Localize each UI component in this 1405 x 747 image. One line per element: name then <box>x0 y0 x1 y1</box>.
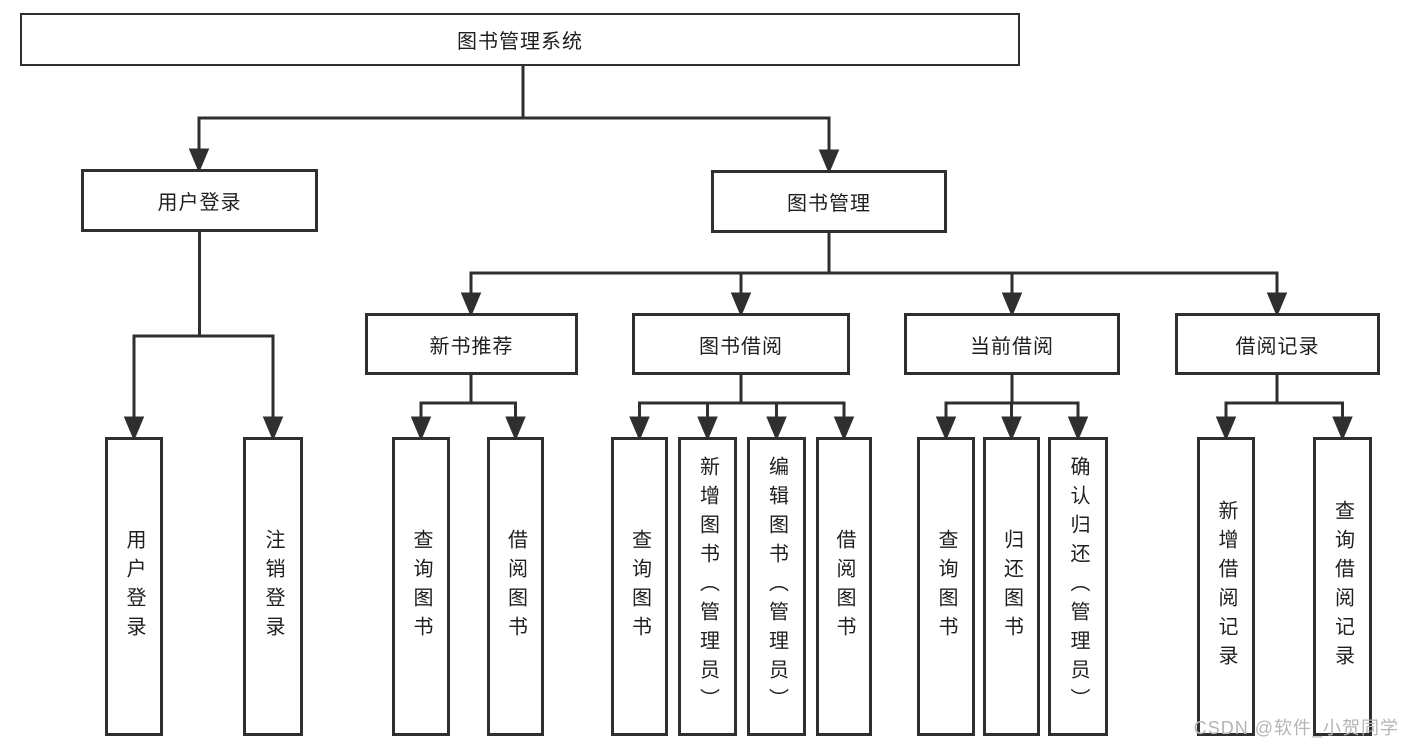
arrowhead-icon <box>410 416 432 441</box>
arrowhead-icon <box>697 416 718 441</box>
arrowhead-icon <box>766 416 787 441</box>
node-return-books: 归还图书 <box>983 437 1040 736</box>
arrowhead-icon <box>629 416 650 441</box>
node-edit-books-admin: 编辑图书（管理员） <box>747 437 806 736</box>
arrowhead-icon <box>833 416 855 441</box>
node-query-books-current: 查询图书 <box>917 437 975 736</box>
arrowhead-icon <box>123 416 145 441</box>
node-query-books-borrow: 查询图书 <box>611 437 668 736</box>
csdn-watermark: CSDN @软件_小贺同学 <box>1193 718 1399 738</box>
node-query-borrow-record: 查询借阅记录 <box>1313 437 1372 736</box>
arrowhead-icon <box>1332 416 1353 441</box>
node-borrow-books-recommend: 借阅图书 <box>487 437 544 736</box>
node-library-management-system: 图书管理系统 <box>20 13 1020 66</box>
arrowhead-icon <box>1001 292 1023 317</box>
arrowhead-icon <box>505 416 526 441</box>
node-borrow-books: 借阅图书 <box>816 437 872 736</box>
node-logout: 注销登录 <box>243 437 303 736</box>
node-book-management: 图书管理 <box>711 170 947 233</box>
node-confirm-return-admin: 确认归还（管理员） <box>1048 437 1108 736</box>
arrowhead-icon <box>188 148 210 173</box>
arrowhead-icon <box>730 292 752 317</box>
arrowhead-icon <box>1001 416 1022 441</box>
node-book-borrowing: 图书借阅 <box>632 313 850 375</box>
node-add-books-admin: 新增图书（管理员） <box>678 437 737 736</box>
node-current-borrowing: 当前借阅 <box>904 313 1120 375</box>
node-query-books-recommend: 查询图书 <box>392 437 450 736</box>
arrowhead-icon <box>935 416 957 441</box>
arrowhead-icon <box>1215 416 1237 441</box>
node-borrowing-records: 借阅记录 <box>1175 313 1380 375</box>
node-new-book-recommendation: 新书推荐 <box>365 313 578 375</box>
arrowhead-icon <box>460 292 482 317</box>
arrowhead-icon <box>1067 416 1089 441</box>
node-add-borrow-record: 新增借阅记录 <box>1197 437 1255 736</box>
arrowhead-icon <box>1266 292 1288 317</box>
arrowhead-icon <box>818 149 840 174</box>
node-user-login-group: 用户登录 <box>81 169 318 232</box>
arrowhead-icon <box>262 416 284 441</box>
node-user-login: 用户登录 <box>105 437 163 736</box>
